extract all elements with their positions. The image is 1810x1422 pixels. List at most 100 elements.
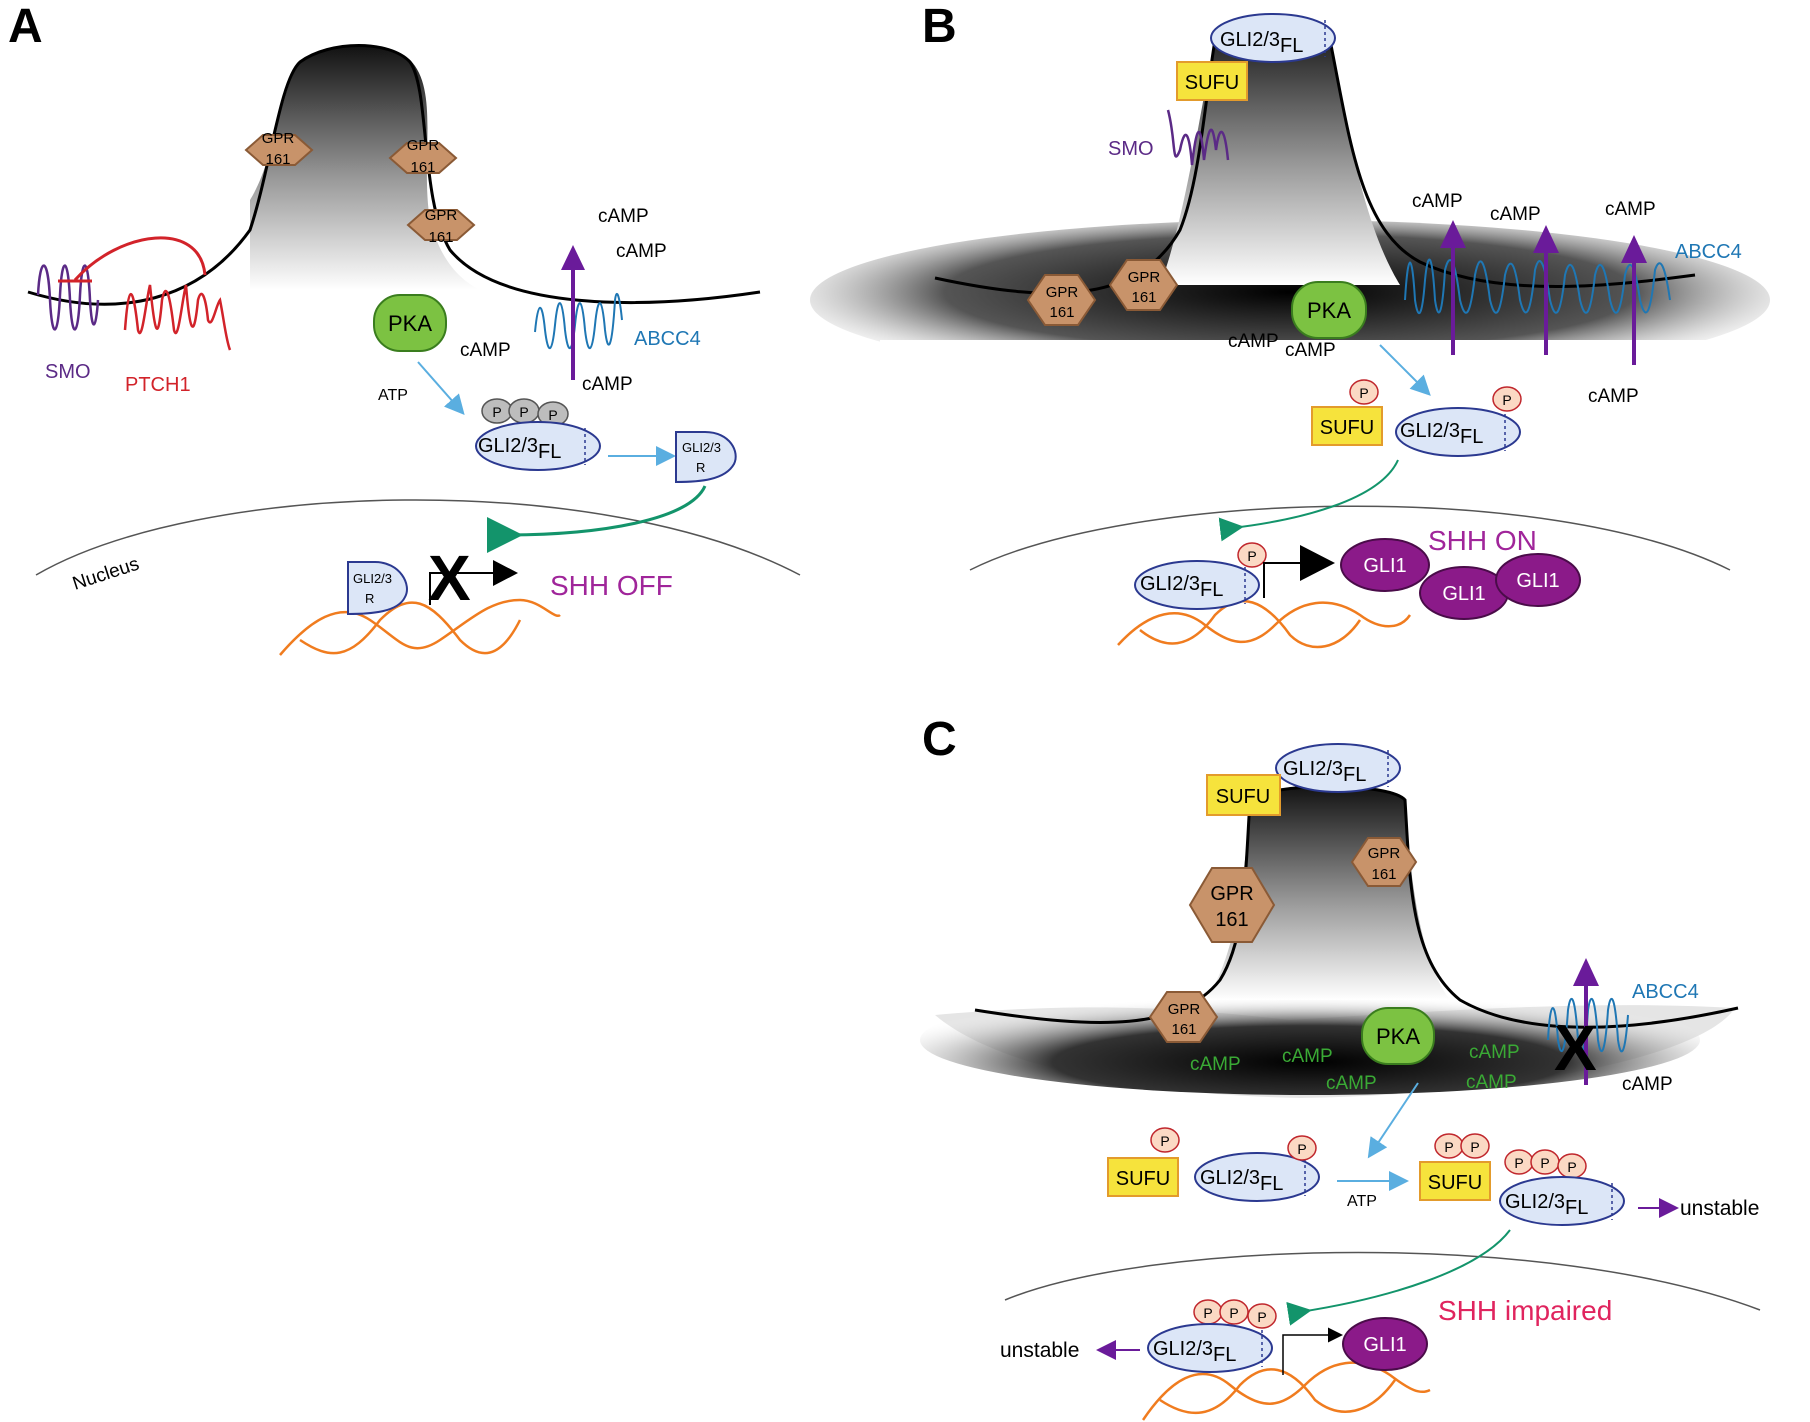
gli1-b-2-label: GLI1 [1442,583,1485,605]
pka-b-arrow [1379,344,1431,396]
gpr161-c-1-label2: 161 [1215,909,1248,931]
gpr161-a-2-label2: 161 [410,159,435,176]
gpr161-a-1: GPR 161 [244,130,314,168]
abcc4-b-efflux-1-head [1440,220,1466,248]
gli-r-a-label2: R [696,460,705,475]
sufu-c-2-label: SUFU [1428,1172,1482,1194]
pka-a-arrow [417,361,465,416]
gli1-b-3-label: GLI1 [1516,570,1559,592]
gli-fl-c-1 [1194,1152,1320,1202]
abcc4-b-label: ABCC4 [1675,241,1742,263]
state-a: SHH OFF [550,570,673,601]
p-b-3: P [1247,548,1256,564]
abcc4-a-label: ABCC4 [634,328,701,350]
gli1-c: GLI1 [1342,1317,1428,1371]
abcc4-b [1404,258,1671,315]
gli-r-a-dna-label1: GLI2/3 [353,571,392,586]
gpr161-c-3: GPR 161 [1148,991,1219,1043]
gli-fl-c-3-phosphate-3 [1247,1303,1277,1329]
p-b-1: P [1359,385,1368,401]
gli-fl-c-3-label: GLI2/3FL [1153,1338,1236,1366]
gli-b-import-arrow [1218,459,1399,542]
unstable-c-2: unstable [1000,1339,1079,1362]
p-c-4: P [1470,1139,1479,1155]
gli-fl-b-dna-label: GLI2/3FL [1140,573,1223,601]
dna-c [1141,1361,1431,1421]
sufu-b-phosphate [1349,379,1379,405]
gli-fl-c-top-label: GLI2/3FL [1283,758,1366,786]
gli-fl-c-2 [1499,1176,1625,1226]
camp-b-6: cAMP [1588,386,1639,407]
gli-a-phosphates: P P P [481,398,569,427]
p-c-6: P [1540,1155,1549,1171]
smo-b [1166,109,1230,166]
gli-r-a [675,431,737,484]
dna-b-2 [1139,599,1362,649]
sufu-b [1311,406,1383,446]
panel-b-letter: B [922,0,957,53]
p-c-9: P [1229,1305,1238,1321]
x-mark-a: X [428,542,471,614]
gpr161-a-2: GPR 161 [388,137,458,176]
gli-fl-b-top-label: GLI2/3FL [1220,29,1303,57]
camp-b-1: cAMP [1228,331,1279,352]
sufu-c-2-phosphate-2 [1460,1133,1490,1159]
gpr161-a-2-label1: GPR [407,137,440,154]
sufu-c-top-label: SUFU [1216,786,1270,808]
gli1-b-3: GLI1 [1495,553,1581,607]
gpr161-b-1-label1: GPR [1046,284,1079,301]
camp-c-5: cAMP [1466,1072,1517,1093]
smo-b-label: SMO [1108,138,1154,160]
gli-fl-a-label: GLI2/3FL [478,435,561,463]
gli-fl-c-top [1275,743,1401,793]
gli-r-a-label1: GLI2/3 [682,440,721,455]
gli-c-import-arrow [1286,1229,1511,1326]
camp-c-2: cAMP [1282,1046,1333,1067]
p-c-8: P [1203,1305,1212,1321]
gpr161-c-1: GPR 161 [1188,867,1276,943]
membrane-a [27,44,761,306]
p-a-1: P [492,404,501,420]
camp-a-1: cAMP [598,206,649,227]
p-a-2: P [519,404,528,420]
atp-a: ATP [378,387,408,404]
gpr161-c-2-label2: 161 [1371,866,1396,883]
pka-a [373,294,447,352]
camp-a-4: cAMP [582,374,633,395]
gpr161-c-3-label2: 161 [1171,1021,1196,1038]
camp-b-5: cAMP [1605,199,1656,220]
dna-b [1117,601,1412,646]
gli-fl-c-3 [1147,1323,1273,1373]
p-a-3: P [548,407,557,423]
p-c-2: P [1297,1141,1306,1157]
pka-b-label: PKA [1307,298,1351,323]
gpr161-a-3-label1: GPR [425,207,458,224]
state-b: SHH ON [1428,525,1537,556]
p-c-3: P [1444,1139,1453,1155]
promoter-b-arrowhead [1300,545,1335,581]
dna-a-2 [299,601,522,655]
sufu-b-top-label: SUFU [1185,72,1239,94]
atp-c: ATP [1347,1193,1377,1210]
gpr161-c-2-label1: GPR [1368,845,1401,862]
gpr161-a-3-label2: 161 [428,229,453,246]
nucleus-label: Nucleus [70,554,142,595]
gli-fl-c-1-label: GLI2/3FL [1200,1167,1283,1195]
unstable-c-1: unstable [1680,1197,1759,1220]
promoter-b [1263,562,1310,598]
abcc4-a [534,292,623,350]
gli-fl-b-dna-phosphate [1237,542,1267,568]
abcc4-a-efflux-arrowhead [561,245,585,270]
camp-b-3: cAMP [1412,191,1463,212]
pka-b [1291,281,1367,339]
gli-r-a-dna-label2: R [365,591,374,606]
abcc4-b-efflux-3-head [1621,235,1647,263]
dna-c-2 [1159,1368,1397,1415]
gpr161-b-2-label2: 161 [1131,289,1156,306]
state-c: SHH impaired [1438,1295,1612,1326]
gli-fl-b [1395,407,1521,457]
gli-fl-c-1-phosphate [1287,1135,1317,1161]
panel-c: C GLI2/3FL SUFU GPR 161 GPR 161 GPR 161 [920,713,1761,1421]
pka-a-label: PKA [388,311,432,336]
promoter-c [1282,1327,1343,1375]
